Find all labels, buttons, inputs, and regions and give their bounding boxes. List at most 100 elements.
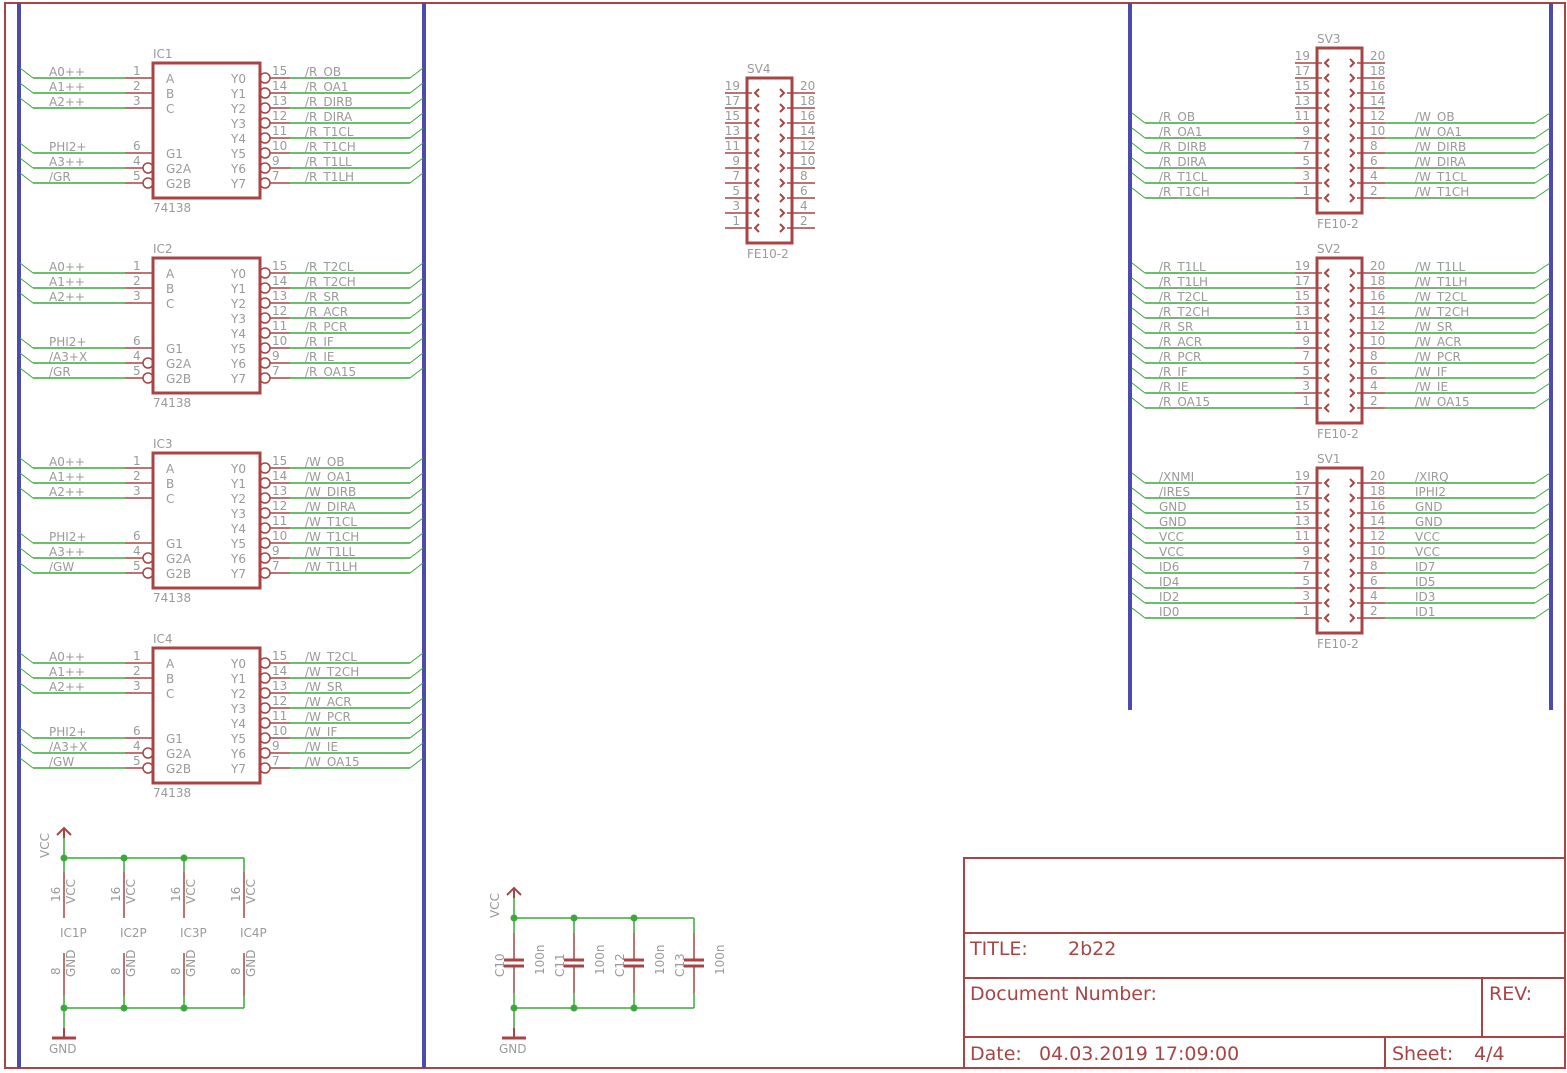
female-contact-icon xyxy=(1349,508,1356,518)
pin-name: G2B xyxy=(166,372,191,386)
pin-number: 17 xyxy=(1295,274,1310,288)
pin-name: Y3 xyxy=(230,312,246,326)
pin-number: 19 xyxy=(1295,259,1310,273)
net-slant xyxy=(19,562,34,574)
pin-number: 8 xyxy=(1370,559,1378,573)
pin-number: 4 xyxy=(1370,589,1378,603)
part-name: IC1P xyxy=(60,926,87,940)
pin-number: 10 xyxy=(272,529,287,543)
female-contact-icon xyxy=(779,133,786,143)
pin-number: 3 xyxy=(732,199,740,213)
pin-number: 4 xyxy=(133,739,141,753)
pin-name: Y6 xyxy=(230,552,246,566)
pin-name: Y1 xyxy=(230,672,246,686)
pin-number: 3 xyxy=(133,679,141,693)
pin-number: 5 xyxy=(1302,364,1310,378)
pin-number: 1 xyxy=(133,259,141,273)
pin-name: G2A xyxy=(166,552,192,566)
pin-name: Y7 xyxy=(230,567,246,581)
capacitor-value: 100n xyxy=(653,944,667,975)
vcc-label: VCC xyxy=(488,893,502,918)
female-contact-icon xyxy=(753,118,760,128)
connector-name: SV2 xyxy=(1317,242,1340,256)
pin-number: 16 xyxy=(229,887,243,902)
pin-number: 6 xyxy=(133,724,141,738)
female-contact-icon xyxy=(1323,493,1330,503)
pin-number: 13 xyxy=(272,289,287,303)
net-slant xyxy=(19,352,34,364)
net-slant xyxy=(1131,292,1146,304)
pin-name: G2A xyxy=(166,747,192,761)
net-label: /R_IE xyxy=(1159,380,1189,394)
pin-number: 8 xyxy=(109,967,123,975)
junction-dot xyxy=(510,914,518,922)
net-label: A2++ xyxy=(49,680,85,694)
net-slant xyxy=(409,682,424,694)
female-contact-icon xyxy=(1323,343,1330,353)
net-label: /R_PCR xyxy=(1159,350,1201,364)
female-contact-icon xyxy=(1323,268,1330,278)
female-contact-icon xyxy=(1349,343,1356,353)
female-contact-icon xyxy=(1323,538,1330,548)
net-label: VCC xyxy=(1159,545,1184,559)
pin-number: 9 xyxy=(1302,544,1310,558)
female-contact-icon xyxy=(1349,283,1356,293)
pin-number: 16 xyxy=(49,887,63,902)
pin-name: Y5 xyxy=(230,147,246,161)
pin-number: 2 xyxy=(1370,604,1378,618)
junction-dot xyxy=(630,1004,638,1012)
ic-name: IC2 xyxy=(153,242,173,256)
connector-body xyxy=(1315,256,1364,425)
pin-number: 13 xyxy=(272,679,287,693)
net-slant xyxy=(1534,502,1551,514)
female-contact-icon xyxy=(753,178,760,188)
bus-lines xyxy=(17,3,1553,1068)
net-label: /W_T2CH xyxy=(1415,305,1469,319)
net-label: /W_DIRB xyxy=(1415,140,1466,154)
net-slant xyxy=(19,97,34,109)
net-slant xyxy=(19,82,34,94)
net-label: IPHI2 xyxy=(1415,485,1446,499)
pin-number: 9 xyxy=(272,544,280,558)
pin-number: 7 xyxy=(1302,559,1310,573)
pin-number: 13 xyxy=(1295,514,1310,528)
pin-number: 7 xyxy=(272,559,280,573)
net-slant xyxy=(1131,322,1146,334)
pin-number: 1 xyxy=(133,454,141,468)
net-slant xyxy=(409,367,424,379)
net-slant xyxy=(19,667,34,679)
net-label: A0++ xyxy=(49,650,85,664)
pin-number: 19 xyxy=(1295,49,1310,63)
net-slant xyxy=(1534,322,1551,334)
net-label: ID4 xyxy=(1159,575,1179,589)
female-contact-icon xyxy=(753,193,760,203)
net-slant xyxy=(409,502,424,514)
net-label: /R_DIRA xyxy=(1159,155,1207,169)
net-label: /R_T2CL xyxy=(305,260,354,274)
pin-number: 10 xyxy=(800,154,815,168)
pin-name: C xyxy=(166,492,174,506)
net-slant xyxy=(409,652,424,664)
pin-number: 2 xyxy=(133,664,141,678)
pin-name: Y6 xyxy=(230,162,246,176)
pin-number: 9 xyxy=(1302,334,1310,348)
capacitor-value: 100n xyxy=(533,944,547,975)
female-contact-icon xyxy=(1323,568,1330,578)
female-contact-icon xyxy=(1349,58,1356,68)
net-label: ID1 xyxy=(1415,605,1435,619)
net-slant xyxy=(19,757,34,769)
net-slant xyxy=(409,352,424,364)
net-slant xyxy=(1534,487,1551,499)
net-slant xyxy=(409,322,424,334)
pin-number: 16 xyxy=(109,887,123,902)
net-label: VCC xyxy=(1159,530,1184,544)
net-label: A2++ xyxy=(49,95,85,109)
pin-number: 17 xyxy=(725,94,740,108)
net-slant xyxy=(1534,277,1551,289)
pin-name: Y1 xyxy=(230,477,246,491)
net-label: /W_IF xyxy=(1415,365,1447,379)
net-slant xyxy=(1131,397,1146,409)
net-slant xyxy=(1131,277,1146,289)
